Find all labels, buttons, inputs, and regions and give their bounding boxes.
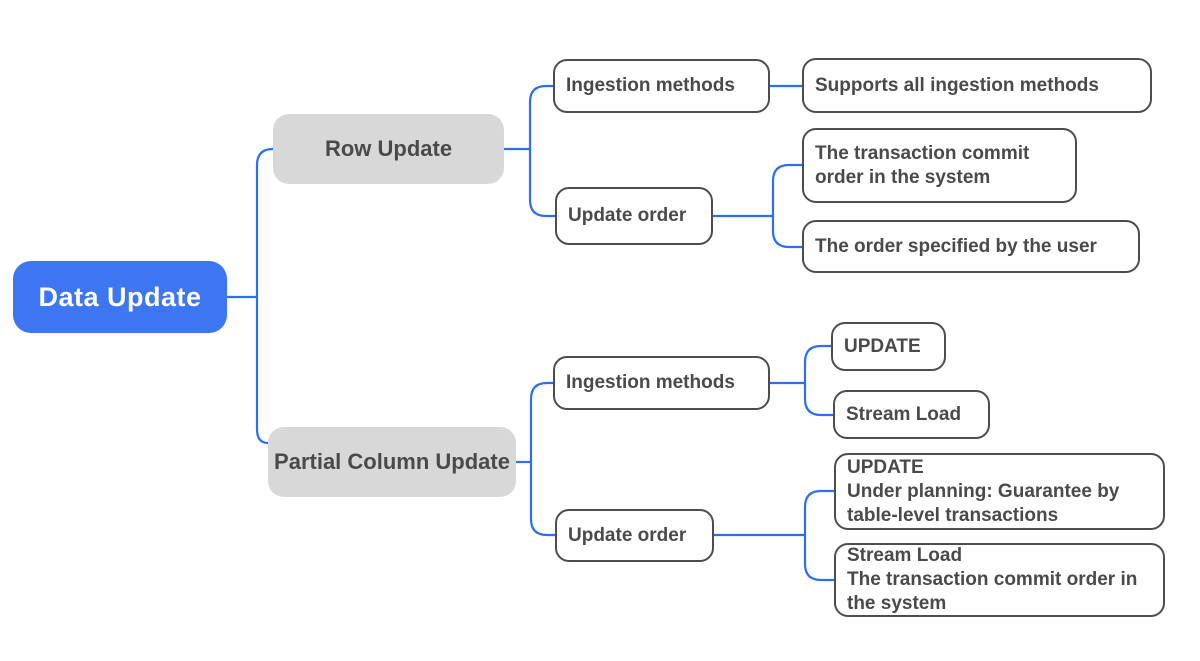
leaf-line: The transaction commit order in the syst… xyxy=(815,142,1030,188)
node-label: Partial Column Update xyxy=(274,449,510,474)
edge-update-order1-to-order-specified xyxy=(771,216,802,249)
leaf-line: UPDATE xyxy=(847,456,924,478)
leaf-line: The order specified by the user xyxy=(815,235,1097,257)
node-row-ingestion-methods: Ingestion methods xyxy=(553,59,770,113)
leaf-transaction-commit-order: The transaction commit order in the syst… xyxy=(802,128,1077,203)
node-label: Data Update xyxy=(38,281,202,312)
edge-ingestion2-to-update xyxy=(803,344,831,383)
edge-root-to-row-update xyxy=(255,147,274,297)
edge-ingestion2-to-stream-load xyxy=(803,383,833,417)
edge-update-order2-to-update-planning xyxy=(803,489,834,535)
leaf-update: UPDATE xyxy=(831,322,946,371)
node-row-update: Row Update xyxy=(273,114,504,184)
edge-partial-to-ingestion-methods xyxy=(529,381,553,462)
node-partial-column-update: Partial Column Update xyxy=(268,427,516,497)
node-label: Update order xyxy=(568,205,687,226)
leaf-line: The transaction commit order in the syst… xyxy=(847,569,1138,614)
node-data-update: Data Update xyxy=(13,261,227,333)
leaf-line: Under planning: Guarantee by table-level… xyxy=(847,480,1120,526)
edge-update-order1-to-transaction-commit xyxy=(771,163,802,216)
node-label: Ingestion methods xyxy=(566,372,735,393)
leaf-order-specified-by-user: The order specified by the user xyxy=(802,220,1140,273)
leaf-line: Stream Load xyxy=(847,545,963,566)
edge-root-to-partial-column-update xyxy=(255,297,269,445)
node-label: Row Update xyxy=(324,136,453,161)
edge-row-to-ingestion-methods xyxy=(528,84,553,149)
leaf-update-under-planning: UPDATE Under planning: Guarantee by tabl… xyxy=(834,453,1165,530)
leaf-line: UPDATE xyxy=(844,335,921,357)
node-partial-ingestion-methods: Ingestion methods xyxy=(553,356,770,410)
leaf-stream-load-transaction-order: Stream Load The transaction commit order… xyxy=(834,543,1165,617)
leaf-line: Stream Load xyxy=(846,403,962,425)
node-row-update-order: Update order xyxy=(555,187,713,245)
node-partial-update-order: Update order xyxy=(555,509,714,562)
leaf-stream-load: Stream Load xyxy=(833,390,990,439)
leaf-line: Supports all ingestion methods xyxy=(815,74,1099,96)
node-label: Ingestion methods xyxy=(566,75,735,96)
edge-update-order2-to-stream-load-tx xyxy=(803,535,834,582)
node-label: Update order xyxy=(568,524,687,546)
leaf-supports-all-ingestion-methods: Supports all ingestion methods xyxy=(802,58,1152,113)
edge-partial-to-update-order xyxy=(529,462,555,537)
edge-row-to-update-order xyxy=(528,149,555,218)
